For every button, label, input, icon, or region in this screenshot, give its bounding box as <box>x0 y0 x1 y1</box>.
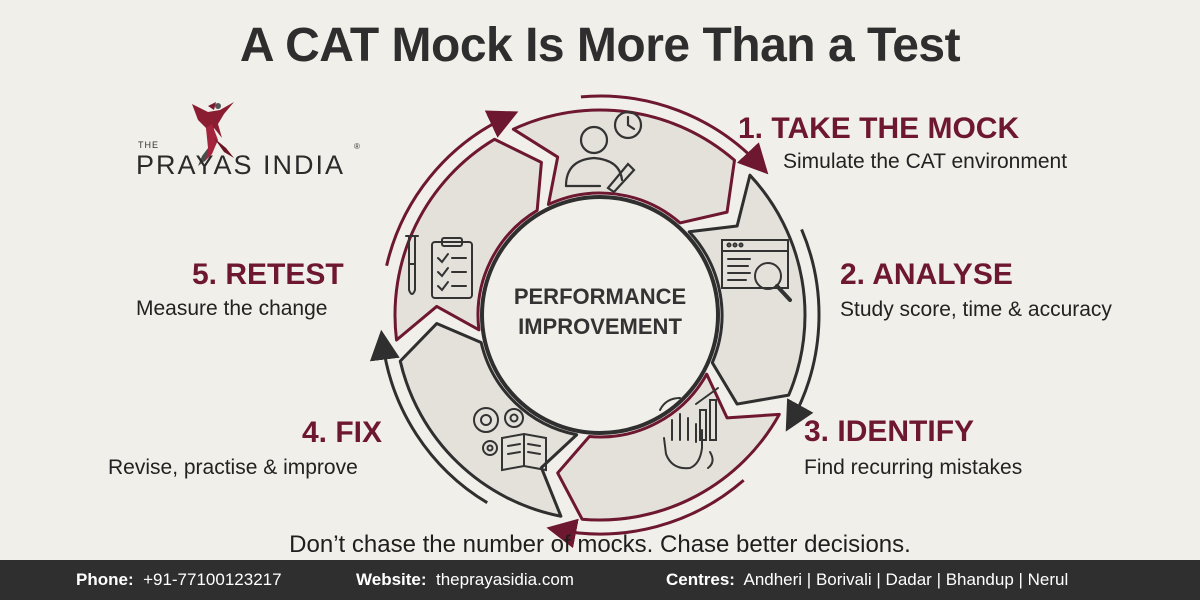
person-with-clock-and-pen-icon <box>564 110 643 194</box>
website-info: Website: theprayasidia.com <box>356 570 574 590</box>
step-3-title: 3. IDENTIFY <box>804 415 975 448</box>
phone-label: Phone: <box>76 570 134 589</box>
cycle-arrow <box>785 228 821 432</box>
step-4-subtitle: Revise, practise & improve <box>108 456 358 479</box>
center-circle <box>480 195 720 435</box>
step-3-subtitle: Find recurring mistakes <box>804 456 1023 479</box>
cycle-arrow <box>369 329 488 505</box>
center-label-line1: PERFORMANCE <box>513 284 687 309</box>
center-label: PERFORMANCE IMPROVEMENT <box>490 282 710 342</box>
website-label: Website: <box>356 570 427 589</box>
logo-registered-mark: ® <box>354 142 360 151</box>
cycle-arrow <box>546 479 745 549</box>
step-5-title: 5. RETEST <box>192 258 344 291</box>
data-table-magnifier-icon <box>721 239 792 302</box>
step-2-title: 2. ANALYSE <box>840 258 1013 291</box>
tagline: Don’t chase the number of mocks. Chase b… <box>289 531 911 558</box>
step-1-title: 1. TAKE THE MOCK <box>738 112 1020 145</box>
page-title: A CAT Mock Is More Than a Test <box>239 19 961 72</box>
gears-and-book-icon <box>473 407 547 472</box>
step-1-subtitle: Simulate the CAT environment <box>783 150 1068 173</box>
phone-info: Phone: +91-77100123217 <box>76 570 282 590</box>
website-link[interactable]: theprayasidia.com <box>436 570 574 589</box>
phone-number[interactable]: +91-77100123217 <box>143 570 282 589</box>
test-tube-and-checklist-icon <box>405 235 473 299</box>
cycle-arrow <box>580 94 769 175</box>
dancer-logo-icon <box>192 102 234 166</box>
cycle-arrow <box>385 110 519 267</box>
segment-analyse <box>687 173 807 406</box>
hand-with-chart-icon <box>659 387 719 470</box>
logo-brand-text: PRAYAS INDIA <box>136 150 346 180</box>
step-5-subtitle: Measure the change <box>136 297 328 320</box>
logo-the-text: THE <box>138 140 159 150</box>
contact-footer: Phone: +91-77100123217 Website: thepraya… <box>0 560 1200 600</box>
centres-label: Centres: <box>666 570 735 589</box>
segment-take-the-mock <box>511 108 736 225</box>
step-4-title: 4. FIX <box>302 416 383 449</box>
segment-identify <box>556 372 781 522</box>
brand-logo: THE PRAYAS INDIA ® <box>128 98 378 188</box>
centres-info: Centres: Andheri | Borivali | Dadar | Bh… <box>666 570 1068 590</box>
step-2-subtitle: Study score, time & accuracy <box>840 298 1112 321</box>
center-label-line2: IMPROVEMENT <box>518 314 682 339</box>
centres-list: Andheri | Borivali | Dadar | Bhandup | N… <box>743 570 1069 589</box>
